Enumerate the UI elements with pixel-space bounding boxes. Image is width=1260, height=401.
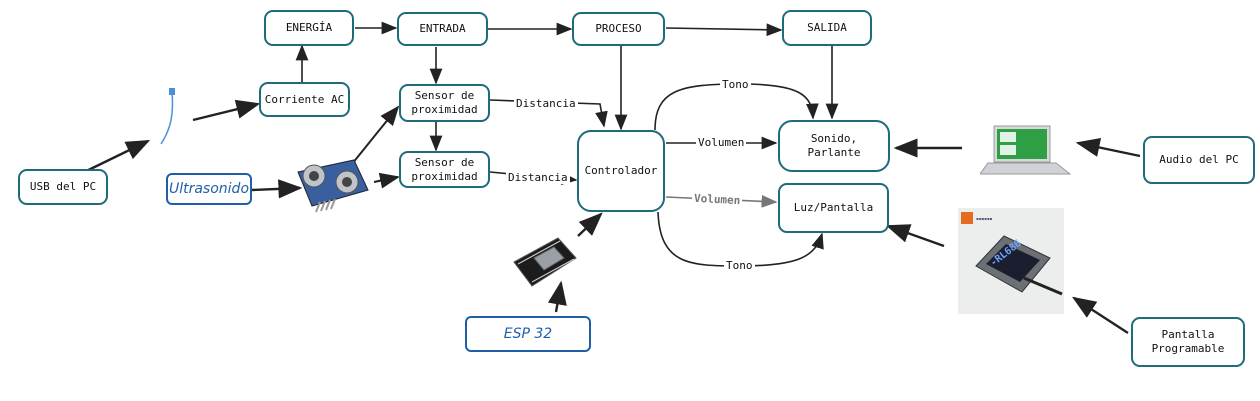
- node-corriente-ac[interactable]: Corriente AC: [259, 82, 350, 117]
- arrow-esp-img-controlador: [577, 212, 603, 237]
- arrow-img-sensor2: [373, 172, 400, 189]
- node-energia[interactable]: ENERGÍA: [264, 10, 354, 46]
- arrow-img-sensor1: [351, 105, 400, 165]
- edge-label-tono-bottom: Tono: [724, 259, 755, 272]
- arrow-proceso-salida: [665, 23, 783, 37]
- svg-text:▪▪▪▪▪▪: ▪▪▪▪▪▪: [976, 216, 993, 221]
- node-sonido[interactable]: Sonido, Parlante: [778, 120, 890, 172]
- node-esp32[interactable]: ESP 32: [465, 316, 591, 352]
- node-pantalla-programable[interactable]: Pantalla Programable: [1131, 317, 1245, 367]
- node-sensor-1[interactable]: Sensor de proximidad: [399, 84, 490, 122]
- node-luz-pantalla[interactable]: Luz/Pantalla: [778, 183, 889, 233]
- arrow-display-luz: [885, 224, 945, 248]
- edge-label-volumen-2: Volumen: [691, 191, 743, 208]
- arrow-label-esp-img: [547, 280, 567, 313]
- node-entrada[interactable]: ENTRADA: [397, 12, 488, 46]
- node-audio-pc[interactable]: Audio del PC: [1143, 136, 1255, 184]
- node-controlador[interactable]: Controlador: [577, 130, 665, 212]
- usb-cable-image: [160, 88, 175, 145]
- arrow-pantalla-display: [1071, 296, 1129, 335]
- programmable-display-image: ▪▪▪▪▪▪ -RL686: [958, 208, 1064, 314]
- edge-label-volumen-1: Volumen: [696, 136, 747, 149]
- node-proceso[interactable]: PROCESO: [572, 12, 665, 46]
- node-sensor-2[interactable]: Sensor de proximidad: [399, 151, 490, 188]
- edge-label-tono-top: Tono: [720, 78, 751, 91]
- node-salida[interactable]: SALIDA: [782, 10, 872, 46]
- arrow-audio-laptop: [1075, 138, 1141, 158]
- ultrasonic-sensor-image: [297, 159, 369, 213]
- esp32-board-image: [513, 237, 577, 287]
- node-usb-pc[interactable]: USB del PC: [18, 169, 108, 205]
- edge-label-distancia-2: Distancia: [506, 171, 570, 184]
- laptop-image: [980, 125, 1072, 175]
- edge-label-distancia-1: Distancia: [514, 97, 578, 110]
- node-ultrasonido[interactable]: Ultrasonido: [166, 173, 252, 205]
- arrow-ultrasonido-sensor: [251, 179, 303, 199]
- arrow-cable-corriente: [192, 99, 261, 122]
